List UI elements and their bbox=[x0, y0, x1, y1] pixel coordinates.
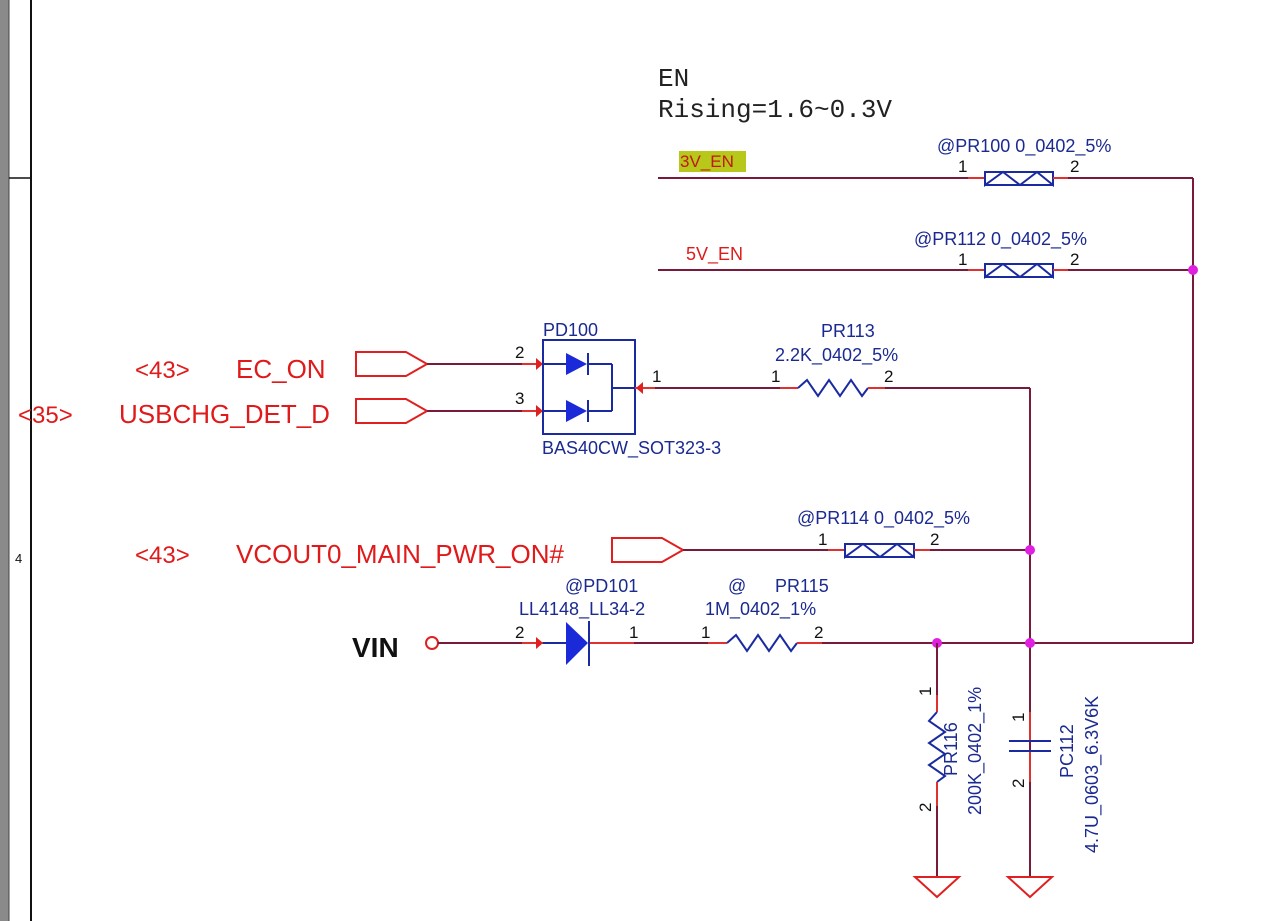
pr116-ref: PR116 bbox=[941, 722, 961, 776]
junction bbox=[1025, 545, 1035, 555]
zone-label: 4 bbox=[15, 551, 22, 566]
net-label-3v-en: 3V_EN bbox=[680, 152, 734, 171]
pc112-value: 4.7U_0603_6.3V6K bbox=[1082, 696, 1103, 853]
net-label-vin: VIN bbox=[352, 632, 399, 663]
pr114-label: @PR114 0_0402_5% bbox=[797, 508, 970, 529]
diode-pd101[interactable]: @PD101 LL4148_LL34-2 2 1 bbox=[515, 576, 645, 666]
pd101-pin1: 1 bbox=[629, 623, 638, 642]
resistor-pr112[interactable]: @PR112 0_0402_5% 1 2 bbox=[914, 229, 1193, 280]
pr115-pin2: 2 bbox=[814, 623, 823, 642]
pd101-ref: @PD101 bbox=[565, 576, 638, 596]
pr115-value: 1M_0402_1% bbox=[705, 599, 816, 620]
net-label-5v-en: 5V_EN bbox=[686, 244, 743, 265]
pr113-ref: PR113 bbox=[821, 321, 875, 341]
resistor-pr116[interactable]: 1 2 PR116 200K_0402_1% bbox=[912, 643, 986, 899]
pr114-pin1: 1 bbox=[818, 530, 827, 549]
pr112-pin2: 2 bbox=[1070, 250, 1079, 269]
net-3v-en[interactable]: 3V_EN bbox=[658, 151, 985, 179]
pr113-value: 2.2K_0402_5% bbox=[775, 345, 898, 366]
resistor-pr113[interactable]: PR113 2.2K_0402_5% 1 2 bbox=[655, 321, 1030, 398]
pr116-pin2: 2 bbox=[916, 803, 935, 812]
pd100-pin3: 3 bbox=[515, 389, 524, 408]
port-ref-ec-on: <43> bbox=[135, 357, 190, 384]
pc112-pin1: 1 bbox=[1009, 713, 1028, 722]
port-vcout0-main-pwr-on[interactable]: <43> VCOUT0_MAIN_PWR_ON# bbox=[135, 537, 845, 569]
pr115-ref: PR115 bbox=[775, 576, 829, 596]
pd100-value: BAS40CW_SOT323-3 bbox=[542, 438, 721, 459]
drawing-border: 4 bbox=[0, 0, 32, 921]
port-usbchg-det-d[interactable]: <35> USBCHG_DET_D bbox=[18, 398, 543, 429]
pr100-pin1: 1 bbox=[958, 157, 967, 176]
port-ref-vcout: <43> bbox=[135, 542, 190, 569]
pr100-label: @PR100 0_0402_5% bbox=[937, 136, 1111, 157]
pr113-pin1: 1 bbox=[771, 367, 780, 386]
resistor-pr114[interactable]: @PR114 0_0402_5% 1 2 bbox=[797, 508, 1030, 560]
pr116-pin1: 1 bbox=[916, 687, 935, 696]
pr112-label: @PR112 0_0402_5% bbox=[914, 229, 1087, 250]
pd100-pin1: 1 bbox=[652, 367, 661, 386]
resistor-pr115[interactable]: @ PR115 1M_0402_1% 1 2 bbox=[634, 576, 1193, 653]
net-highlight bbox=[679, 151, 746, 172]
port-ref-usbchg: <35> bbox=[18, 402, 73, 429]
pr114-pin2: 2 bbox=[930, 530, 939, 549]
note-rising: Rising=1.6~0.3V bbox=[658, 95, 892, 125]
diode-pd100[interactable]: PD100 BAS40CW_SOT323-3 2 3 1 bbox=[515, 320, 721, 459]
note-en: EN bbox=[658, 64, 689, 94]
port-name-vcout: VCOUT0_MAIN_PWR_ON# bbox=[236, 539, 564, 569]
pr115-pin1: 1 bbox=[701, 623, 710, 642]
junction bbox=[1188, 265, 1198, 275]
port-name-usbchg: USBCHG_DET_D bbox=[119, 399, 330, 429]
pr100-pin2: 2 bbox=[1070, 157, 1079, 176]
junction bbox=[1025, 638, 1035, 648]
port-name-ec-on: EC_ON bbox=[236, 354, 326, 384]
pd101-pin2: 2 bbox=[515, 623, 524, 642]
pc112-pin2: 2 bbox=[1009, 779, 1028, 788]
net-5v-en[interactable]: 5V_EN bbox=[658, 244, 985, 271]
pd100-ref: PD100 bbox=[543, 320, 598, 340]
pr112-pin1: 1 bbox=[958, 250, 967, 269]
resistor-pr100[interactable]: @PR100 0_0402_5% 1 2 bbox=[937, 136, 1193, 188]
pr115-at: @ bbox=[728, 576, 746, 596]
pc112-ref: PC112 bbox=[1057, 724, 1077, 778]
pd101-value: LL4148_LL34-2 bbox=[519, 599, 645, 620]
port-ec-on[interactable]: <43> EC_ON bbox=[135, 351, 543, 384]
pd100-pin2: 2 bbox=[515, 343, 524, 362]
capacitor-pc112[interactable]: 1 2 PC112 4.7U_0603_6.3V6K bbox=[1005, 696, 1103, 899]
pr116-value: 200K_0402_1% bbox=[965, 687, 986, 815]
port-vin[interactable]: VIN bbox=[352, 632, 543, 663]
pr113-pin2: 2 bbox=[884, 367, 893, 386]
